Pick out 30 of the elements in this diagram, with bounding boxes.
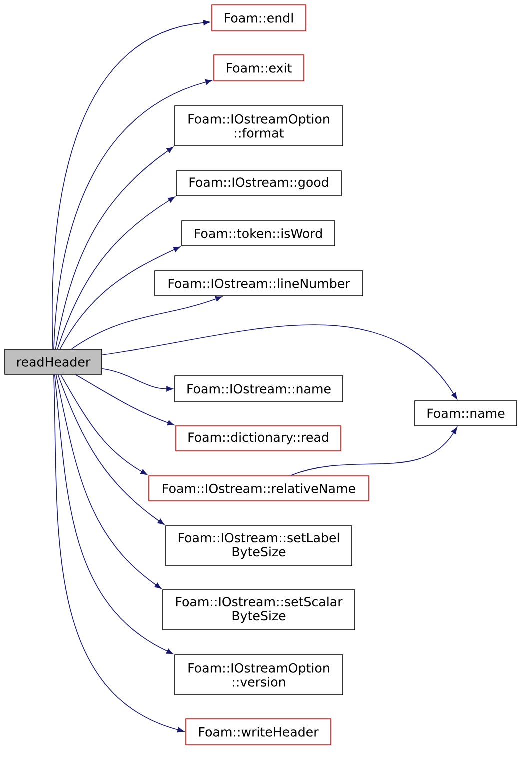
arrow	[57, 196, 176, 350]
function-box: Foam::IOstreamOption ::format	[174, 106, 344, 146]
arrow	[58, 374, 165, 526]
arrow	[55, 146, 174, 350]
function-box: readHeader	[4, 349, 102, 375]
arrow	[54, 374, 184, 733]
function-box: Foam::endl	[212, 4, 306, 32]
function-box: Foam::IOstream::setScalar ByteSize	[162, 590, 356, 630]
function-box: Foam::IOstream::lineNumber	[154, 270, 364, 296]
arrow	[102, 324, 458, 400]
function-box: Foam::writeHeader	[186, 718, 332, 746]
arrow	[54, 80, 212, 350]
arrow	[52, 20, 210, 350]
arrow	[75, 374, 174, 426]
arrow	[60, 246, 180, 350]
arrow	[56, 374, 162, 590]
function-box: Foam::token::isWord	[182, 220, 336, 246]
function-box: Foam::dictionary::read	[176, 426, 342, 452]
arrow	[102, 368, 174, 392]
arrow	[290, 427, 458, 476]
function-box: Foam::name	[414, 400, 518, 426]
function-box: Foam::IOstream::relativeName	[148, 476, 370, 502]
function-box: Foam::IOstream::good	[176, 170, 342, 196]
function-box: Foam::IOstreamOption ::version	[174, 654, 344, 696]
arrow	[72, 296, 222, 350]
function-box: Foam::IOstream::name	[174, 376, 344, 402]
function-box: Foam::IOstream::setLabel ByteSize	[166, 526, 352, 566]
arrow	[60, 374, 148, 476]
arrow	[54, 374, 174, 654]
function-box: Foam::exit	[214, 54, 304, 82]
